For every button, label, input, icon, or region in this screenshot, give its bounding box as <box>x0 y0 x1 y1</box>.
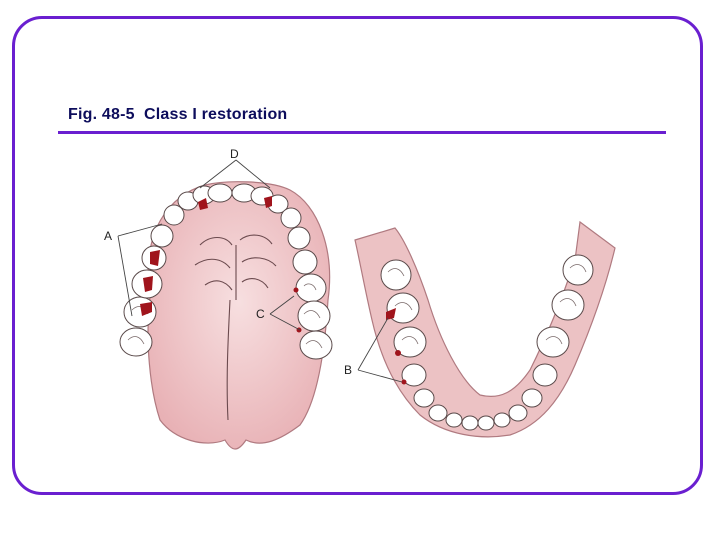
palatal-rugae <box>194 234 277 421</box>
palate <box>147 181 331 450</box>
slide-frame <box>12 16 703 495</box>
lower-gum <box>354 220 616 438</box>
label-a: A <box>104 229 112 243</box>
title-rule <box>58 131 666 134</box>
label-c: C <box>256 307 265 321</box>
lower-restorations <box>386 308 407 385</box>
lower-arch-illustration <box>354 220 616 438</box>
upper-arch-illustration <box>119 181 333 450</box>
figure-title: Fig. 48-5 Class I restoration <box>68 106 288 123</box>
label-b: B <box>344 363 352 377</box>
upper-teeth <box>119 183 333 360</box>
label-d: D <box>230 147 239 161</box>
callout-lines <box>117 159 403 383</box>
upper-restorations <box>140 196 302 333</box>
lower-teeth <box>380 254 594 431</box>
